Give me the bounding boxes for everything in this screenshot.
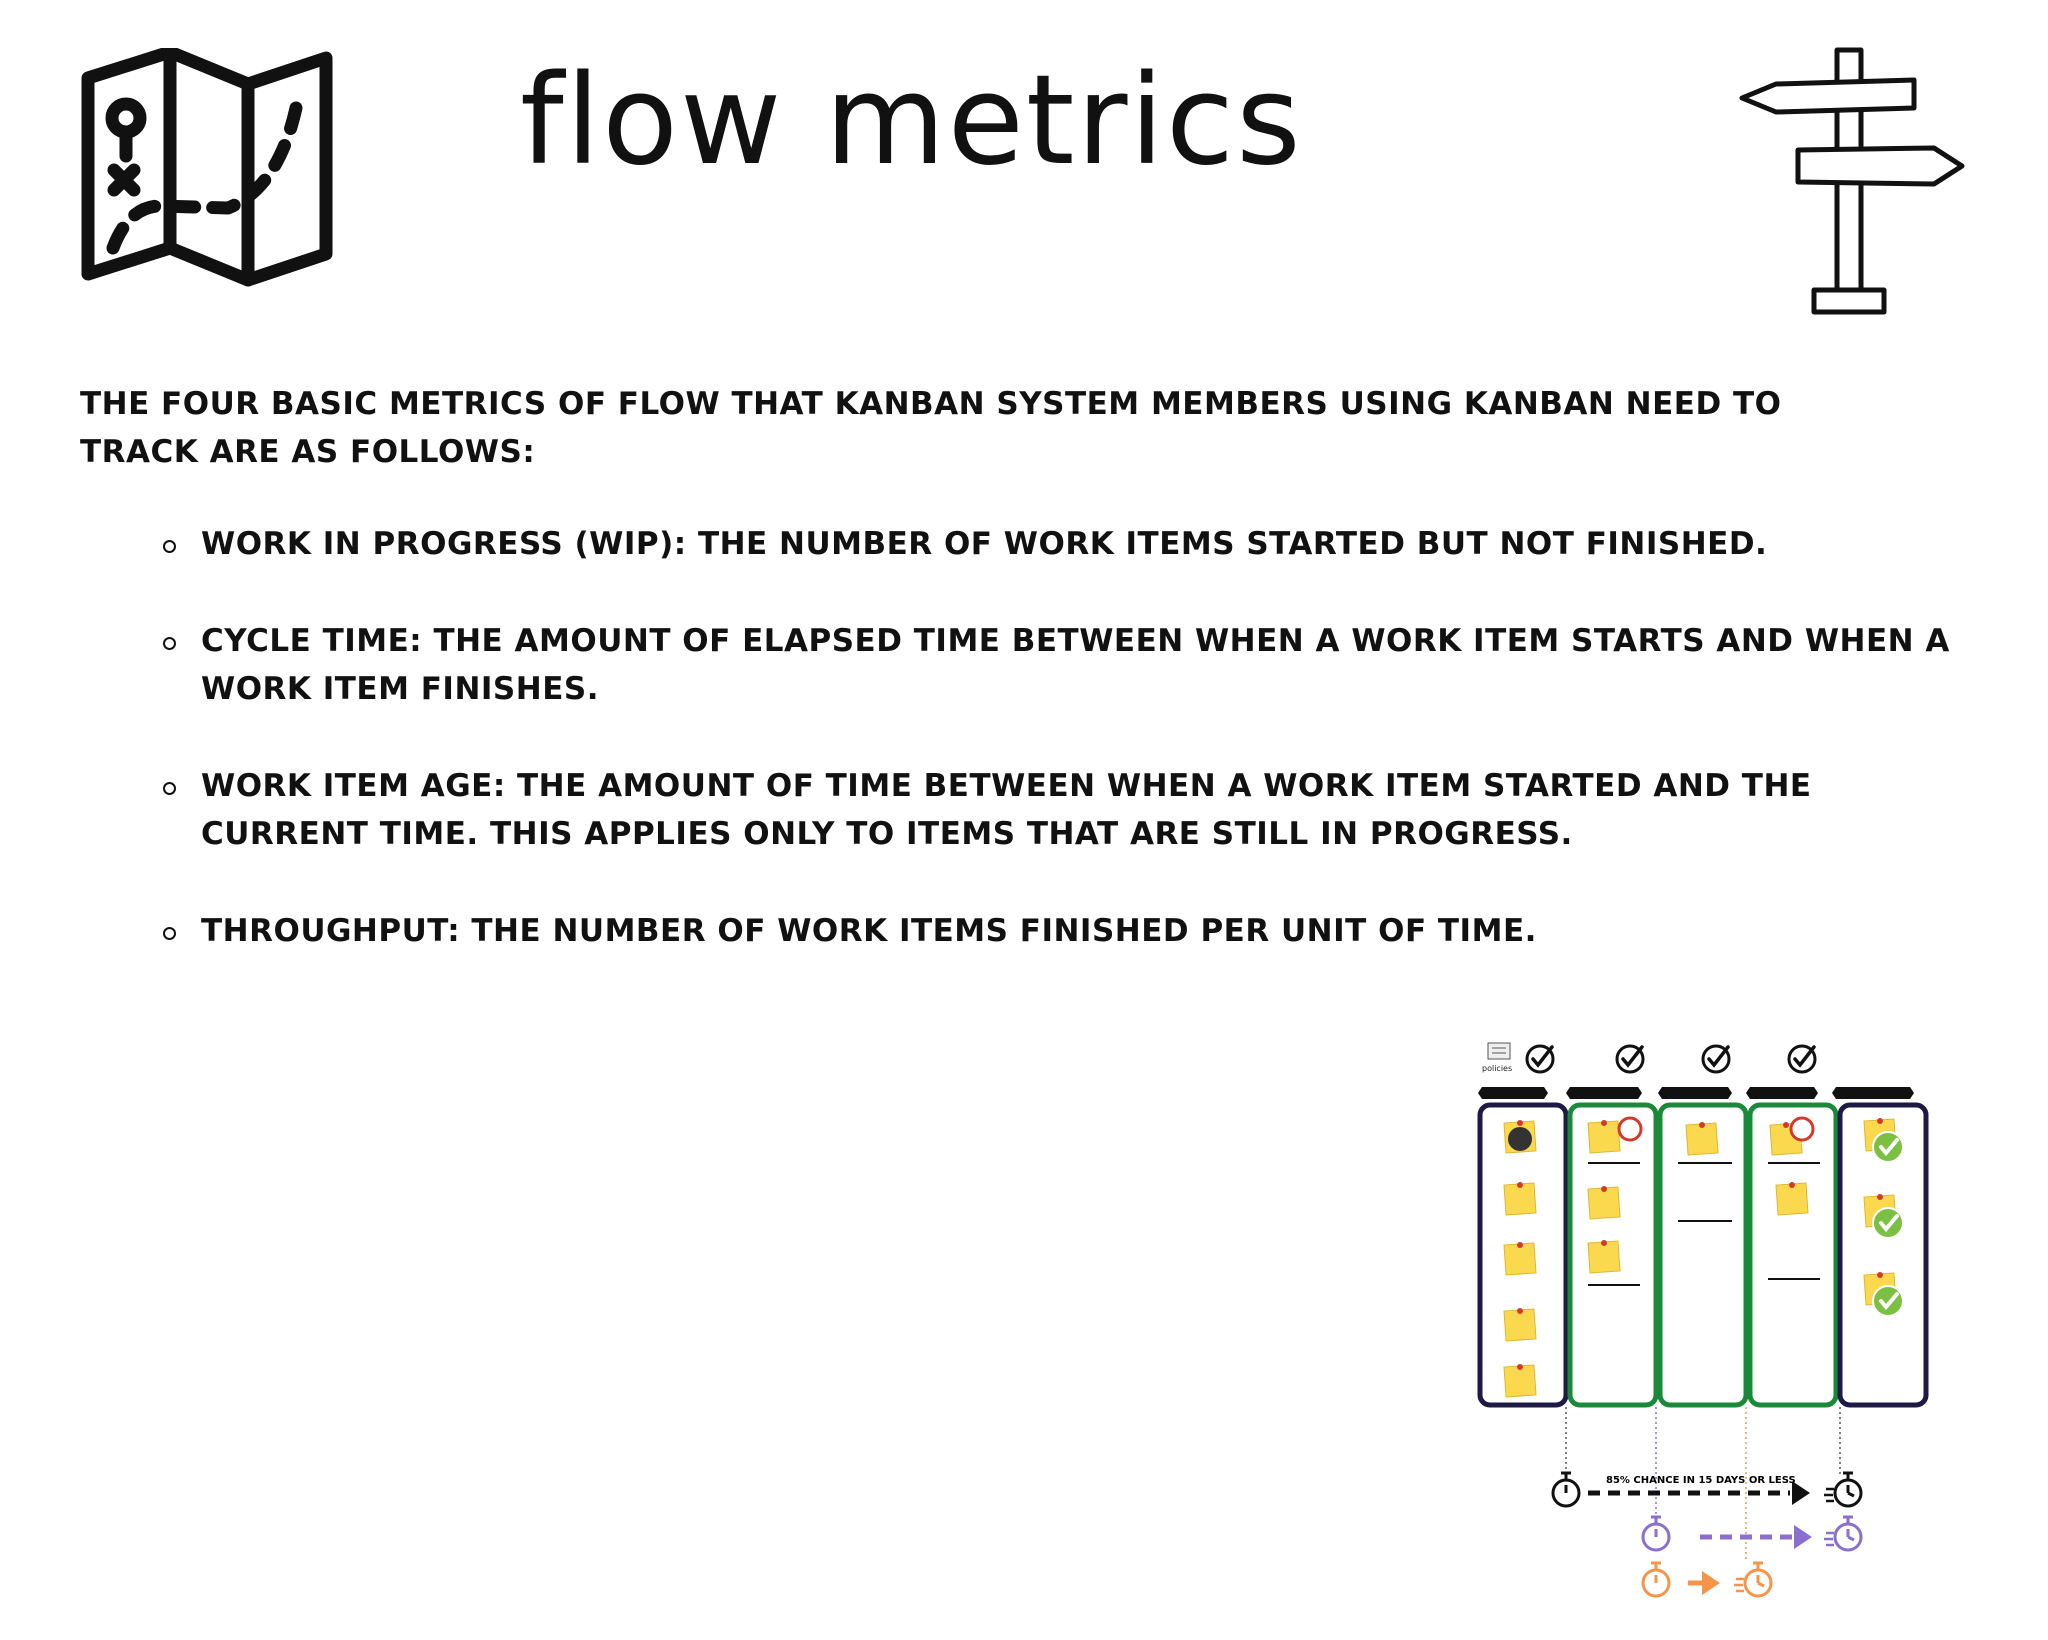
metric-work-item-age: Work Item Age: The amount of time betwee… [201, 768, 1812, 852]
checkmark-icon [1701, 1044, 1731, 1074]
sticky-note [1685, 1121, 1719, 1156]
sticky-note [1587, 1185, 1621, 1220]
bullet-icon [163, 637, 176, 650]
forecast-label: 85% CHANCE IN 15 DAYS OR LESS [1606, 1475, 1796, 1486]
policies-label: policies [1482, 1064, 1512, 1073]
sticky-note [1587, 1239, 1621, 1274]
list-item: Work Item Age: The amount of time betwee… [160, 762, 1960, 858]
metric-throughput: Throughput: The number of work items fin… [201, 913, 1537, 949]
metric-wip: Work in progress (WIP): The number of wo… [201, 526, 1768, 562]
done-check-icon [1871, 1284, 1905, 1318]
bullet-icon [163, 540, 176, 553]
column-doing-3 [1747, 1102, 1839, 1408]
metrics-list: Work in progress (WIP): The number of wo… [160, 520, 1960, 1004]
sticky-note [1503, 1181, 1537, 1216]
column-done [1837, 1102, 1929, 1408]
sticky-note [1587, 1119, 1621, 1154]
checkmark-icon [1525, 1044, 1555, 1074]
metric-cycle-time: Cycle Time: The amount of elapsed time b… [201, 623, 1950, 707]
done-check-icon [1871, 1206, 1905, 1240]
list-item: Cycle Time: The amount of elapsed time b… [160, 617, 1960, 713]
bullet-icon [163, 927, 176, 940]
bullet-icon [163, 782, 176, 795]
list-item: Work in progress (WIP): The number of wo… [160, 520, 1960, 568]
stopwatch-stop-icon [1822, 1515, 1863, 1552]
checkmark-icon [1615, 1044, 1645, 1074]
alarm-clock-icon [1617, 1116, 1643, 1142]
stopwatch-start-icon [1551, 1471, 1581, 1508]
map-icon [81, 48, 333, 287]
checkmark-icon [1787, 1044, 1817, 1074]
page-title: flow metrics [520, 49, 1303, 193]
column-doing-2 [1657, 1102, 1749, 1408]
sticky-note [1503, 1363, 1537, 1398]
done-check-icon [1871, 1130, 1905, 1164]
sticky-note [1503, 1307, 1537, 1342]
list-item: Throughput: The number of work items fin… [160, 907, 1960, 955]
signpost-icon [1739, 47, 1965, 315]
intro-paragraph: The four basic metrics of flow that Kanb… [80, 386, 1782, 470]
alarm-clock-icon [1789, 1116, 1815, 1142]
stopwatch-stop-icon [1732, 1561, 1773, 1598]
sticky-note [1503, 1241, 1537, 1276]
kanban-board-illustration: policies [1477, 1042, 1929, 1598]
stopwatch-start-icon [1641, 1515, 1671, 1552]
stopwatch-start-icon [1641, 1561, 1671, 1598]
bomb-icon [1508, 1127, 1532, 1151]
stopwatch-stop-icon [1822, 1471, 1863, 1508]
sticky-note [1775, 1181, 1809, 1216]
policies-icon: policies [1482, 1042, 1512, 1073]
